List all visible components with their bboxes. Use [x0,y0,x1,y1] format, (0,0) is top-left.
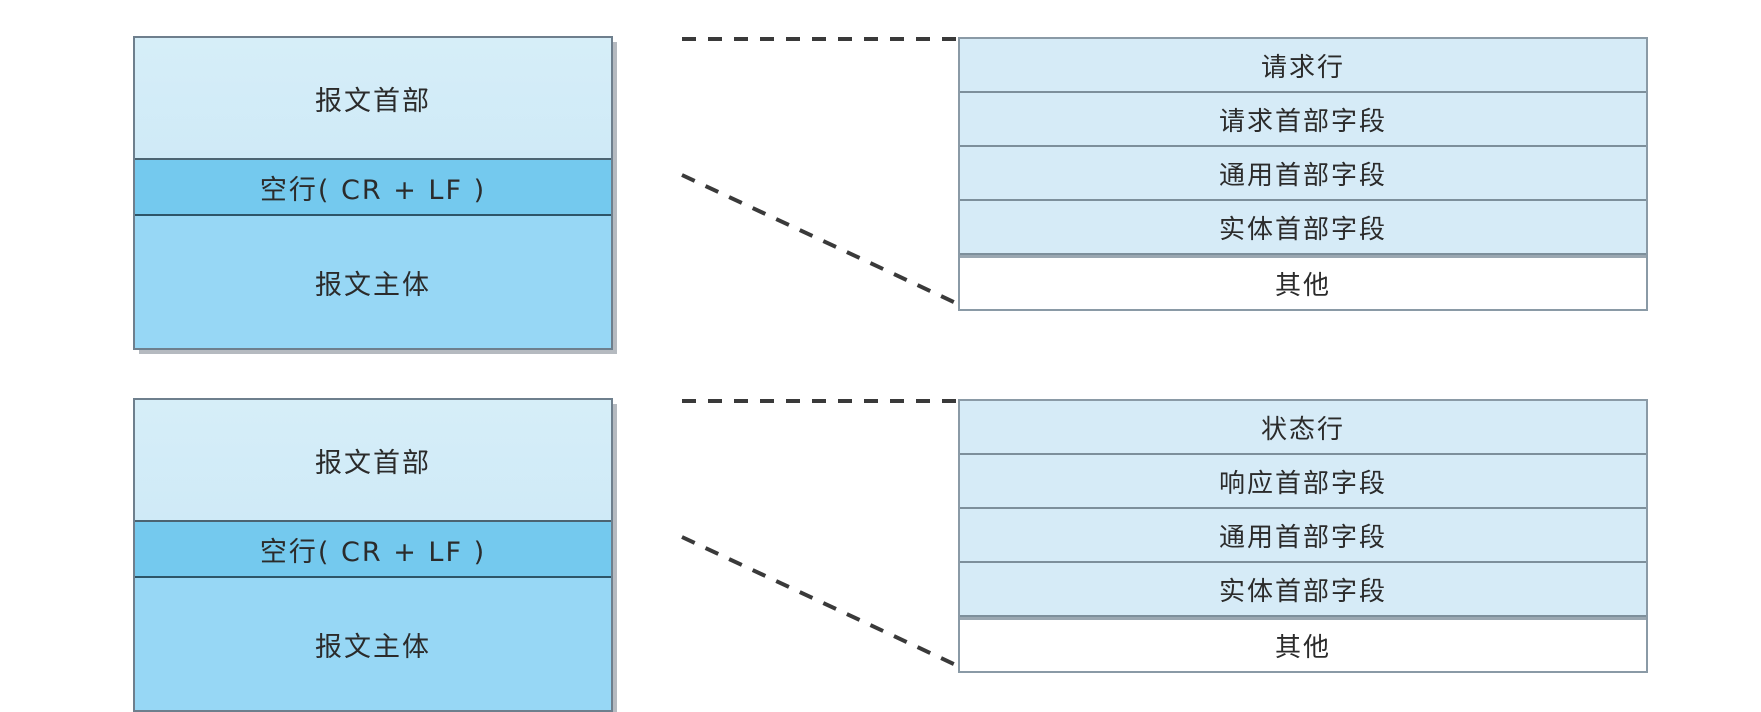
response-segment-body: 报文主体 [135,578,611,710]
connector-response-diagonal [681,535,959,668]
table-row: 请求首部字段 [960,93,1646,147]
request-segment-header-label: 报文首部 [315,85,431,117]
table-row: 请求行 [960,39,1646,93]
request-segment-blank-line: 空行( CR + LF ) [135,160,611,216]
connector-request-diagonal [681,173,959,306]
request-segment-blank-line-label: 空行( CR + LF ) [259,174,487,206]
table-row: 通用首部字段 [960,147,1646,201]
response-row-status-line-label: 状态行 [1260,414,1345,445]
response-row-entity-header-fields-label: 实体首部字段 [1218,576,1387,607]
table-row: 响应首部字段 [960,455,1646,509]
response-message-box: 报文首部 空行( CR + LF ) 报文主体 [133,398,613,712]
response-detail-table: 状态行 响应首部字段 通用首部字段 实体首部字段 其他 [958,399,1648,673]
request-message-box: 报文首部 空行( CR + LF ) 报文主体 [133,36,613,350]
response-segment-header-label: 报文首部 [315,447,431,479]
request-segment-body: 报文主体 [135,216,611,348]
request-row-request-line-label: 请求行 [1260,52,1345,83]
response-segment-body-label: 报文主体 [315,631,431,663]
table-row: 实体首部字段 [960,201,1646,255]
response-row-response-header-fields-label: 响应首部字段 [1218,468,1387,499]
request-segment-header: 报文首部 [135,38,611,160]
table-row: 其他 [960,617,1646,671]
request-row-entity-header-fields-label: 实体首部字段 [1218,214,1387,245]
response-row-other-label: 其他 [1274,633,1331,663]
table-row: 实体首部字段 [960,563,1646,617]
table-row: 状态行 [960,401,1646,455]
response-segment-header: 报文首部 [135,400,611,522]
response-segment-blank-line: 空行( CR + LF ) [135,522,611,578]
response-segment-blank-line-label: 空行( CR + LF ) [259,536,487,568]
table-row: 其他 [960,255,1646,309]
request-detail-table: 请求行 请求首部字段 通用首部字段 实体首部字段 其他 [958,37,1648,311]
request-row-other-label: 其他 [1274,271,1331,301]
request-segment-body-label: 报文主体 [315,269,431,301]
response-row-general-header-fields-label: 通用首部字段 [1218,522,1387,553]
request-row-general-header-fields-label: 通用首部字段 [1218,160,1387,191]
table-row: 通用首部字段 [960,509,1646,563]
request-row-request-header-fields-label: 请求首部字段 [1218,106,1387,137]
